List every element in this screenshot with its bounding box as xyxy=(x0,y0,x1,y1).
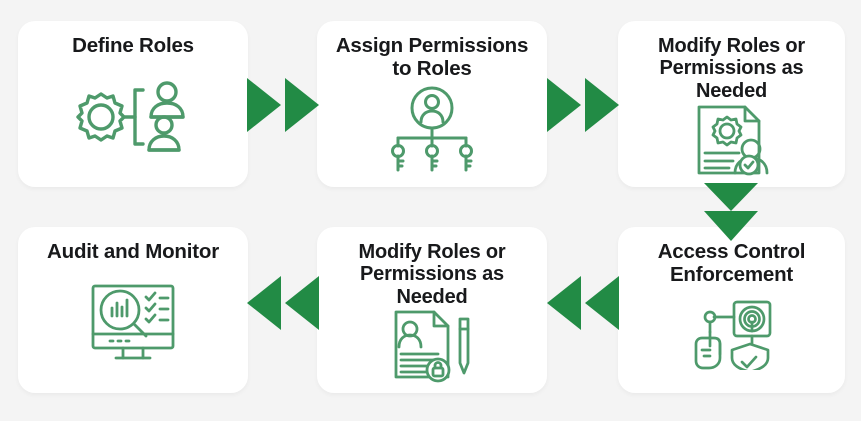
gear-with-users-hierarchy-icon xyxy=(28,58,238,177)
node-modify-roles-top[interactable]: Modify Roles or Permissions as Needed xyxy=(618,21,845,187)
connector-3-double-chevron-down-icon xyxy=(700,183,762,245)
fingerprint-hand-shield-icon xyxy=(628,287,835,383)
node-title: Audit and Monitor xyxy=(47,240,219,263)
document-gear-user-verified-icon xyxy=(628,102,835,177)
node-modify-roles-bottom[interactable]: Modify Roles or Permissions as Needed xyxy=(317,227,547,393)
node-title: Define Roles xyxy=(72,34,194,57)
connector-4-double-chevron-left-icon xyxy=(547,272,623,334)
node-title: Modify Roles or Permissions as Needed xyxy=(358,241,506,308)
node-title: Modify Roles or Permissions as Needed xyxy=(657,35,805,102)
user-with-keys-tree-icon xyxy=(327,81,537,177)
monitor-chart-magnifier-checklist-icon xyxy=(28,264,238,383)
node-define-roles[interactable]: Define Roles xyxy=(18,21,248,187)
node-title: Assign Permissions to Roles xyxy=(335,34,529,80)
connector-1-double-chevron-right-icon xyxy=(247,74,323,136)
node-access-control-enforcement[interactable]: Access Control Enforcement xyxy=(618,227,845,393)
document-person-lock-pen-icon xyxy=(327,308,537,383)
node-audit-monitor[interactable]: Audit and Monitor xyxy=(18,227,248,393)
node-assign-permissions[interactable]: Assign Permissions to Roles xyxy=(317,21,547,187)
node-title: Access Control Enforcement xyxy=(657,240,806,286)
connector-2-double-chevron-right-icon xyxy=(547,74,623,136)
connector-5-double-chevron-left-icon xyxy=(247,272,323,334)
